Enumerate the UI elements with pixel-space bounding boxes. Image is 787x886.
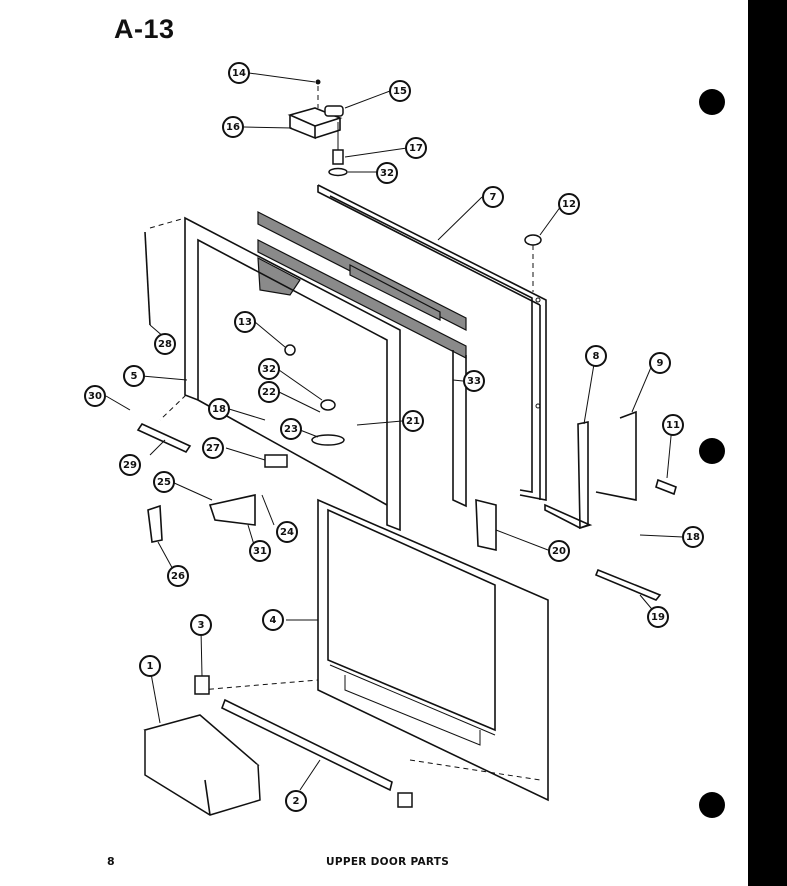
part-callout-28: 28	[154, 333, 176, 355]
door-bin	[143, 714, 261, 816]
part-callout-11: 11	[662, 414, 684, 436]
page-number: 8	[107, 855, 115, 868]
part-callout-15: 15	[389, 80, 411, 102]
part-callout-26: 26	[167, 565, 189, 587]
part-callout-16: 16	[222, 116, 244, 138]
punch-hole-top	[699, 89, 725, 115]
part-callout-14: 14	[228, 62, 250, 84]
part-callout-2: 2	[285, 790, 307, 812]
part-callout-22: 22	[258, 381, 280, 403]
part-callout-7: 7	[482, 186, 504, 208]
part-callout-23: 23	[280, 418, 302, 440]
part-callout-32-middle: 32	[258, 358, 280, 380]
bottom-rail	[220, 698, 413, 808]
part-callout-18-right: 18	[682, 526, 704, 548]
part-callout-33: 33	[463, 370, 485, 392]
punch-hole-middle	[699, 438, 725, 464]
page-title: A-13	[114, 14, 175, 44]
part-callout-30: 30	[84, 385, 106, 407]
part-callout-24: 24	[276, 521, 298, 543]
top-hinge-assembly	[287, 79, 348, 177]
part-callout-17: 17	[405, 137, 427, 159]
part-callout-32-top: 32	[376, 162, 398, 184]
part-callout-12: 12	[558, 193, 580, 215]
part-callout-20: 20	[548, 540, 570, 562]
part-callout-4: 4	[262, 609, 284, 631]
part-callout-1: 1	[139, 655, 161, 677]
door-outer-frame	[317, 184, 547, 501]
part-callout-27: 27	[202, 437, 224, 459]
binding-strip	[748, 0, 787, 886]
part-callout-31: 31	[249, 540, 271, 562]
page-caption: UPPER DOOR PARTS	[326, 856, 450, 868]
part-callout-29: 29	[119, 454, 141, 476]
part-callout-18-left: 18	[208, 398, 230, 420]
part-callout-9: 9	[649, 352, 671, 374]
door-inner-frame	[149, 216, 401, 532]
punch-hole-bottom	[699, 792, 725, 818]
part-callout-5: 5	[123, 365, 145, 387]
part-callout-19: 19	[647, 606, 669, 628]
part-callout-21: 21	[402, 410, 424, 432]
insulation-foam	[257, 211, 467, 508]
part-callout-25: 25	[153, 471, 175, 493]
part-callout-13: 13	[234, 311, 256, 333]
leader-lines	[105, 72, 684, 791]
door-liner	[199, 498, 549, 802]
part-callout-3: 3	[190, 614, 212, 636]
small-hardware	[136, 231, 677, 695]
part-callout-8: 8	[585, 345, 607, 367]
